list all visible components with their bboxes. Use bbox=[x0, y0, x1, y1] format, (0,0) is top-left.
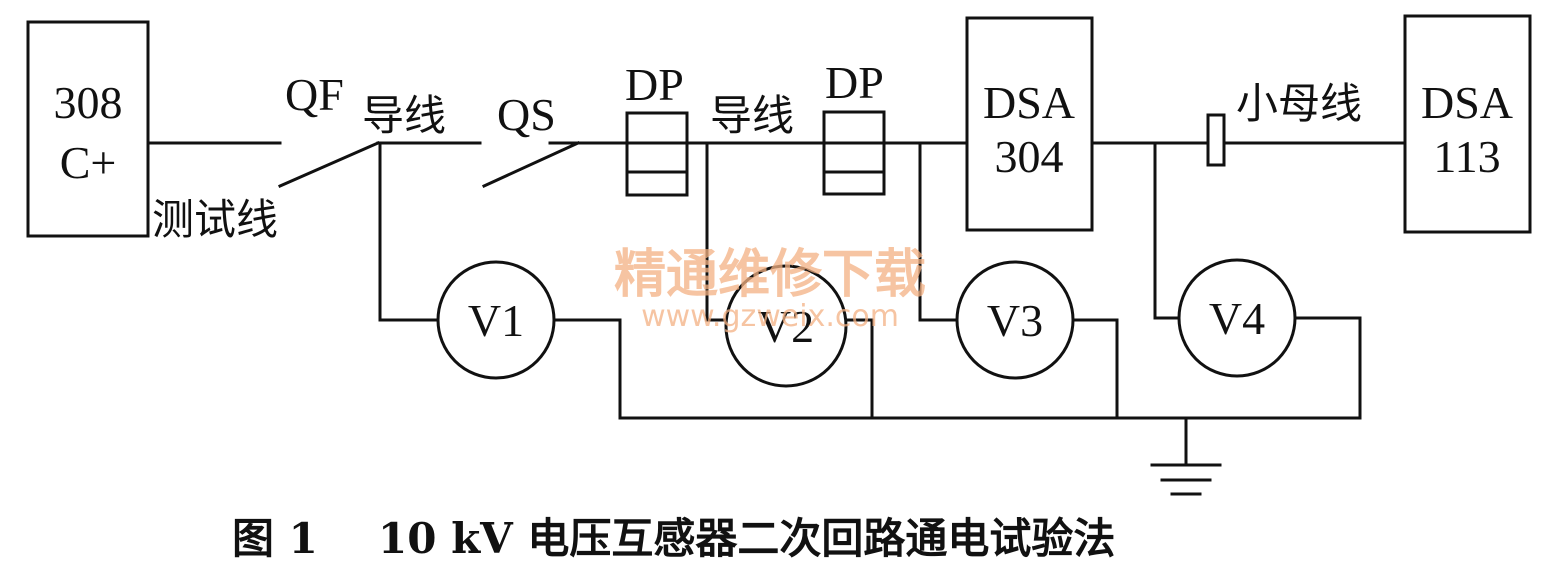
voltmeter-v2 bbox=[724, 264, 848, 388]
qs-switch-blade bbox=[482, 141, 580, 188]
dsa113-box bbox=[1403, 14, 1532, 234]
dsa113-label-line1: DSA bbox=[1421, 77, 1513, 128]
source-308c-box bbox=[26, 20, 150, 238]
v1-label: V1 bbox=[468, 295, 524, 346]
watermark-url: www.gzweix.com bbox=[641, 299, 899, 334]
dp-fuse-1 bbox=[625, 111, 689, 197]
qf-switch-blade bbox=[278, 141, 380, 188]
qs-label: QS bbox=[497, 89, 556, 140]
qf-label: QF bbox=[285, 69, 344, 120]
watermark-text: 精通维修下载 bbox=[614, 245, 926, 305]
small-bus-label: 小母线 bbox=[1236, 79, 1362, 128]
figure-caption: 10 kV 电压互感器二次回路通电试验法 bbox=[378, 514, 1115, 563]
source-label-line1: 308 bbox=[54, 77, 123, 128]
figure-number: 图 1 bbox=[232, 514, 318, 563]
source-label-line2: C+ bbox=[60, 137, 117, 188]
dsa304-label-line2: 304 bbox=[995, 131, 1064, 182]
lead-label-1: 导线 bbox=[362, 91, 446, 140]
small-bus-fuse bbox=[1206, 113, 1226, 167]
v4-label: V4 bbox=[1209, 293, 1265, 344]
dsa304-box bbox=[965, 16, 1094, 232]
v2-label: V2 bbox=[758, 301, 814, 352]
dp-fuse-2 bbox=[822, 110, 886, 196]
dsa304-label-line1: DSA bbox=[983, 77, 1075, 128]
dsa113-label-line2: 113 bbox=[1433, 131, 1500, 182]
dp-label-2: DP bbox=[825, 57, 884, 108]
v3-label: V3 bbox=[987, 295, 1043, 346]
lead-label-2: 导线 bbox=[710, 91, 794, 140]
dp-label-1: DP bbox=[625, 59, 684, 110]
test-lead-label: 测试线 bbox=[152, 195, 278, 244]
